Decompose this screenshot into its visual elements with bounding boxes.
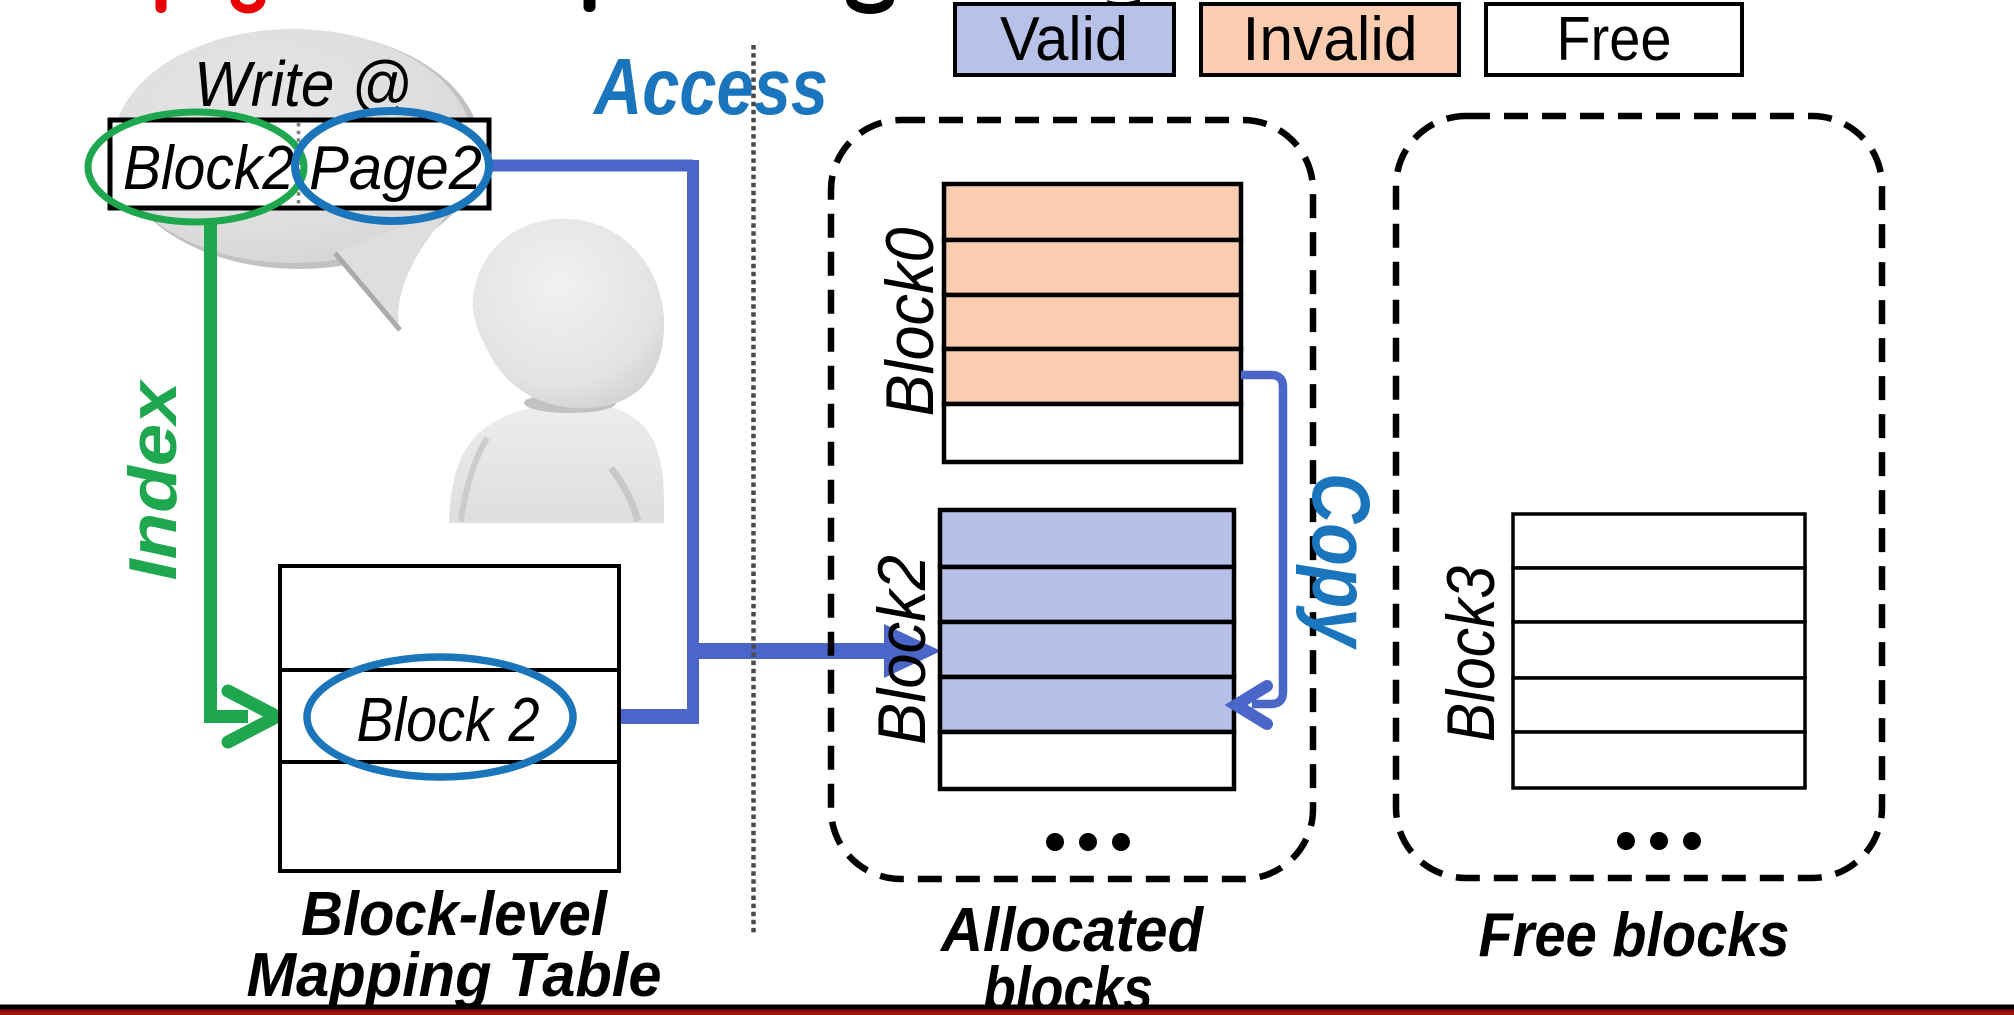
svg-text:Block0: Block0: [872, 227, 948, 416]
svg-text:Copy: Copy: [1295, 473, 1386, 651]
svg-text:Free: Free: [1557, 5, 1672, 74]
svg-text:Block2: Block2: [864, 555, 940, 745]
svg-text:Page2: Page2: [309, 134, 482, 203]
svg-text:Block2: Block2: [123, 134, 294, 203]
svg-text:Invalid: Invalid: [1243, 5, 1418, 74]
svg-text:Valid: Valid: [1000, 5, 1128, 74]
svg-text:Mapping Table: Mapping Table: [247, 941, 662, 1010]
svg-text:Block-level: Block-level: [301, 880, 609, 949]
svg-text:Allocated: Allocated: [939, 896, 1204, 965]
svg-text:Index: Index: [115, 378, 191, 581]
svg-text:Block 2: Block 2: [357, 686, 540, 755]
svg-text:Block3: Block3: [1433, 566, 1509, 742]
svg-text:Access: Access: [592, 42, 828, 131]
svg-text:Free blocks: Free blocks: [1479, 901, 1790, 970]
